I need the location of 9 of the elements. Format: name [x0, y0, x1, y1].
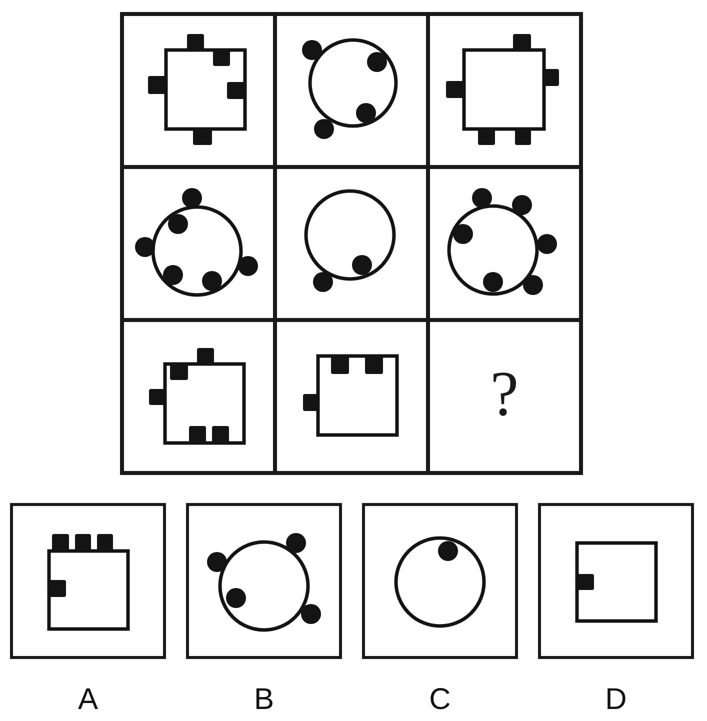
- answer-option-card: [186, 503, 342, 659]
- option-letter: C: [428, 685, 452, 715]
- option-letter: D: [604, 685, 628, 715]
- answer-option-card: [538, 503, 694, 659]
- option-letter: B: [252, 685, 275, 715]
- question-mark: ?: [489, 362, 520, 426]
- option-letter: A: [76, 685, 99, 715]
- answer-option-card: [10, 503, 166, 659]
- answer-option-card: [362, 503, 518, 659]
